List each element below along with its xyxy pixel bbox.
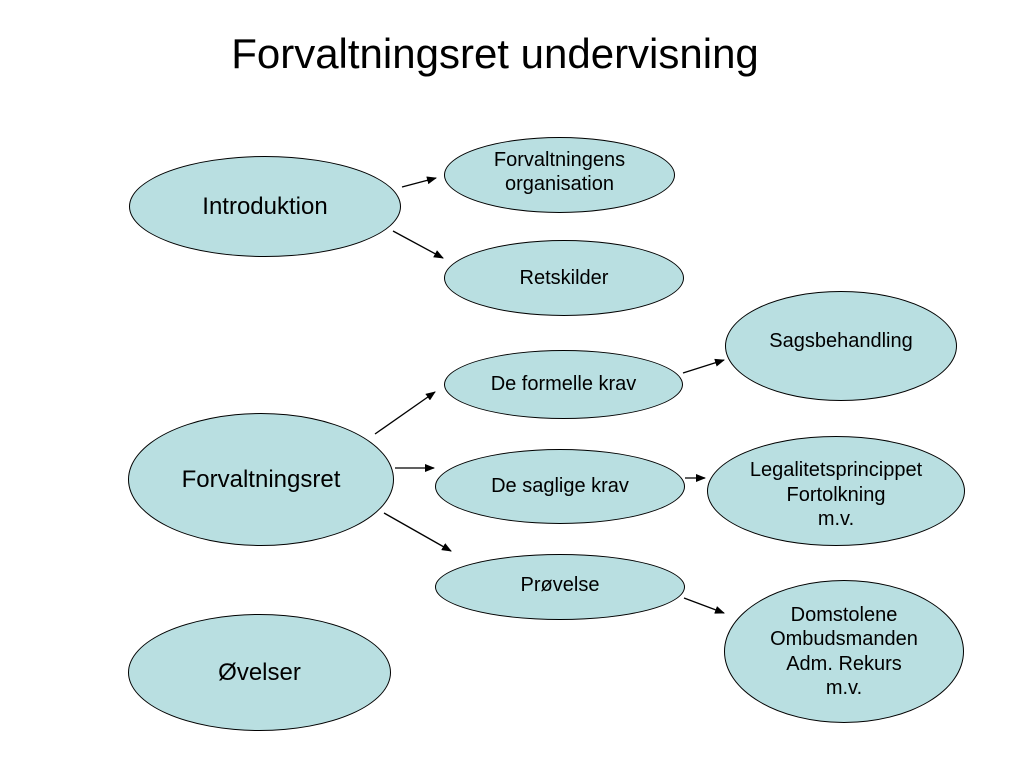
node-introduktion: Introduktion [129, 156, 401, 257]
node-label: Forvaltningsret [181, 465, 341, 493]
node-label: Sagsbehandling [769, 329, 913, 352]
node-label: Legalitetsprincippet Fortolkning m.v. [749, 459, 923, 531]
node-saglige-krav: De saglige krav [435, 449, 685, 524]
node-formelle-krav: De formelle krav [444, 350, 683, 419]
node-provelse: Prøvelse [435, 554, 685, 620]
arrow-forvaltningsret-provelse [383, 512, 452, 552]
node-retskilder: Retskilder [444, 240, 684, 316]
node-label: De saglige krav [491, 475, 629, 498]
node-legalitetsprincippet: Legalitetsprincippet Fortolkning m.v. [707, 436, 965, 546]
node-label: Øvelser [218, 658, 301, 686]
node-label: Forvaltningens organisation [493, 148, 626, 195]
node-label: Prøvelse [520, 573, 600, 596]
node-forvaltningens-organisation: Forvaltningens organisation [444, 137, 675, 213]
arrow-introduktion-organisation [401, 176, 437, 188]
arrow-provelse-domstolene [683, 597, 725, 614]
node-forvaltningsret: Forvaltningsret [128, 413, 394, 546]
arrow-forvaltningsret-formelle-krav [374, 391, 436, 435]
node-label: Retskilder [519, 266, 609, 289]
node-label: Introduktion [202, 192, 328, 220]
node-sagsbehandling: Sagsbehandling [725, 291, 957, 401]
node-ovelser: Øvelser [128, 614, 391, 731]
node-domstolene: Domstolene Ombudsmanden Adm. Rekurs m.v. [724, 580, 964, 723]
arrow-introduktion-retskilder [392, 230, 444, 259]
page-title: Forvaltningsret undervisning [231, 30, 759, 77]
node-label: De formelle krav [490, 373, 637, 396]
node-label: Domstolene Ombudsmanden Adm. Rekurs m.v. [770, 603, 918, 699]
arrow-formelle-krav-sagsbehandling [682, 358, 725, 374]
